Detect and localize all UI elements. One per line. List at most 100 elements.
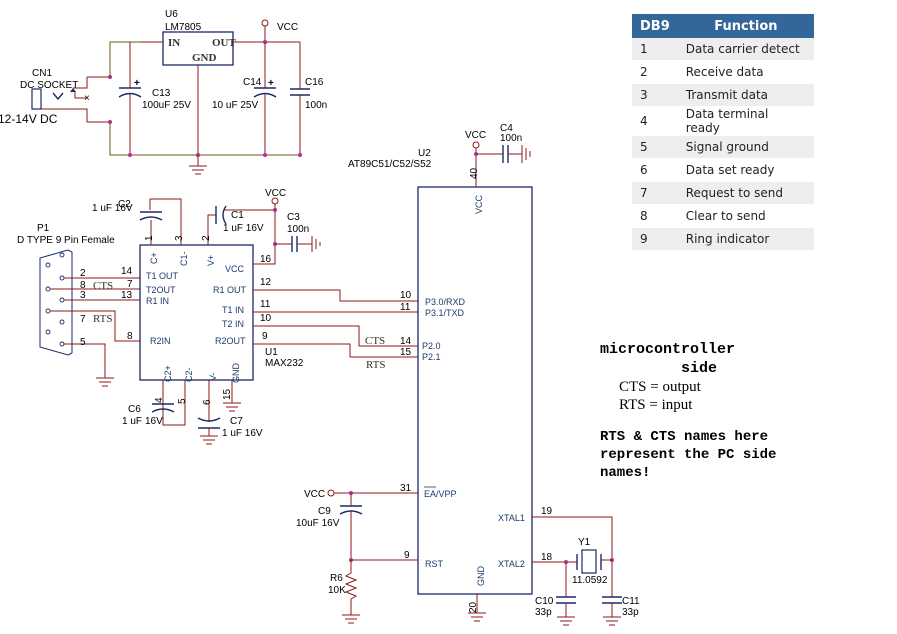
svg-text:6: 6 [202,399,213,405]
svg-text:T2 IN: T2 IN [222,319,244,329]
svg-text:19: 19 [541,506,553,517]
svg-text:40: 40 [469,167,480,179]
svg-text:VCC: VCC [265,188,286,199]
ground-icon [200,435,218,445]
svg-text:C2: C2 [118,199,131,210]
svg-text:3: 3 [80,290,86,301]
notes-title: microcontroller [600,341,736,358]
svg-text:15: 15 [222,388,233,400]
svg-text:33p: 33p [535,607,552,618]
svg-text:XTAL1: XTAL1 [498,513,525,523]
svg-text:7: 7 [127,279,133,290]
header-function: Function [677,14,814,38]
ground-icon [557,616,575,626]
svg-text:GND: GND [192,52,217,64]
svg-text:20: 20 [468,601,479,613]
svg-text:IN: IN [168,37,180,49]
svg-text:AT89C51/C52/S52: AT89C51/C52/S52 [348,159,432,170]
svg-text:100n: 100n [287,224,309,235]
svg-text:T2OUT: T2OUT [146,285,176,295]
svg-text:2: 2 [201,235,212,241]
svg-text:11: 11 [400,302,411,313]
svg-text:C4: C4 [500,123,513,134]
table-header: DB9 Function [632,14,814,38]
svg-text:GND: GND [231,363,241,384]
svg-text:+: + [268,78,274,89]
svg-text:9: 9 [262,331,268,342]
svg-text:P3.1/TXD: P3.1/TXD [425,308,465,318]
svg-text:R6: R6 [330,573,343,584]
svg-text:P2.0: P2.0 [422,341,441,351]
svg-text:33p: 33p [622,607,639,618]
svg-text:8: 8 [80,280,86,291]
svg-text:C+: C+ [149,252,159,264]
notes-subtitle: side [681,360,718,377]
svg-text:1: 1 [144,235,155,241]
svg-text:U2: U2 [418,148,431,159]
svg-text:1 uF 16V: 1 uF 16V [222,428,263,439]
svg-text:OUT: OUT [212,37,237,49]
u6-ref: U6 [165,9,178,20]
svg-text:V-: V- [208,372,218,381]
cn1-ref: CN1 [32,68,52,79]
svg-text:VCC: VCC [304,489,325,500]
svg-text:C7: C7 [230,416,243,427]
svg-text:2: 2 [80,268,86,279]
svg-text:10K: 10K [328,585,346,596]
svg-text:1 uF 16V: 1 uF 16V [92,203,133,214]
supply-voltage-label: 12-14V DC [0,112,58,126]
mcu-u2: U2 AT89C51/C52/S52 VCC C4 100n 40 VCC 10… [296,123,640,626]
db9-connector-p1: P1 D TYPE 9 Pin Female 2 8 CTS 3 7 RTS 5 [17,223,145,387]
svg-text:4: 4 [154,397,165,403]
svg-text:13: 13 [121,290,133,301]
p1-name: D TYPE 9 Pin Female [17,235,115,246]
svg-text:MAX232: MAX232 [265,358,304,369]
svg-text:3: 3 [174,235,185,241]
svg-text:VCC: VCC [474,194,484,214]
svg-text:R2OUT: R2OUT [215,336,246,346]
svg-text:R2IN: R2IN [150,336,171,346]
svg-text:5: 5 [80,337,86,348]
svg-text:16V: 16V [145,416,163,427]
svg-text:C1: C1 [231,210,244,221]
ground-icon [189,155,207,175]
svg-text:C11: C11 [622,596,640,607]
cts-label-pc: CTS [93,280,113,292]
vcc-terminal-icon [327,489,335,497]
svg-text:V+: V+ [206,255,216,266]
rts-label-mcu: RTS [366,359,386,371]
svg-text:C1-: C1- [179,251,189,266]
svg-text:14: 14 [400,336,412,347]
svg-text:9: 9 [404,550,410,561]
svg-text:1 uF: 1 uF [122,416,142,427]
svg-text:10: 10 [400,290,412,301]
max232-u1: 1 uF 16V C2 VCC C1 1 uF 16V C3 100n 1 3 … [92,188,418,445]
c16-ref: C16 [305,77,324,88]
svg-text:T1 IN: T1 IN [222,305,244,315]
ground-icon [223,402,241,412]
svg-text:+: + [134,78,140,89]
svg-text:8: 8 [127,331,133,342]
svg-text:P3.0/RXD: P3.0/RXD [425,297,466,307]
svg-text:11.0592: 11.0592 [572,575,608,586]
svg-text:100n: 100n [500,133,522,144]
c13-ref: C13 [152,88,171,99]
svg-text:VCC: VCC [465,130,486,141]
svg-text:7: 7 [80,314,86,325]
mapping-cts: CTS = output [619,379,701,395]
c16-value: 100n [305,100,327,111]
remark-line-2: represent the PC side [600,447,777,463]
header-db9: DB9 [632,14,678,38]
vcc-label: VCC [277,22,298,33]
svg-text:EA/VPP: EA/VPP [424,489,457,499]
rts-label-pc: RTS [93,313,113,325]
svg-text:12: 12 [260,277,272,288]
svg-text:15: 15 [400,347,412,358]
